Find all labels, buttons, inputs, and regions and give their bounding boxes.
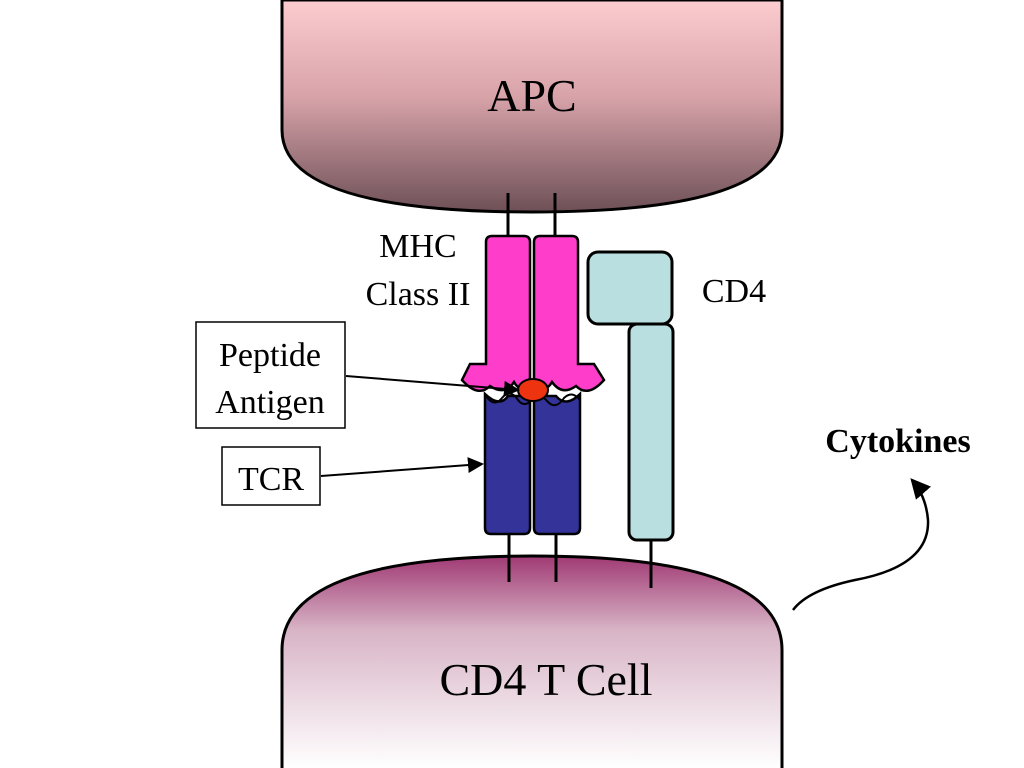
mhc-label-line1: MHC [379,228,456,265]
cd4-molecule [586,250,675,542]
mhc-class-ii-molecule [460,234,606,393]
mhc-alpha-chain [460,234,532,393]
peptide-label-box [195,321,346,429]
tcr-molecule [483,390,582,536]
tcr-alpha-chain [483,391,532,536]
peptide-label-line2: Antigen [215,384,325,421]
peptide-antigen-callout: Peptide Antigen [195,321,520,429]
membrane-anchors [506,193,653,588]
cytokines-secretion-arrow [792,478,932,611]
tcr-callout: TCR [221,446,484,506]
mhc-label-line2: Class II [366,276,471,313]
tcr-label: TCR [238,461,304,498]
apc-cell: APC [280,0,784,214]
tcr-beta-chain [532,390,582,536]
apc-label: APC [487,70,576,121]
peptide-pointer-arrow [345,375,520,397]
tcell-cell: CD4 T Cell [280,554,784,768]
cd4-stalk [627,322,675,542]
tcell-label: CD4 T Cell [440,654,653,705]
tcr-label-box [221,446,321,506]
cd4-upper-domain [586,250,674,326]
peptide-label-line1: Peptide [219,337,321,374]
peptide-antigen-shape [517,378,549,402]
cd4-label: CD4 [702,273,766,310]
cytokines-label: Cytokines [825,423,970,460]
mhc-beta-chain [532,234,606,393]
tcr-pointer-arrow [320,457,484,477]
